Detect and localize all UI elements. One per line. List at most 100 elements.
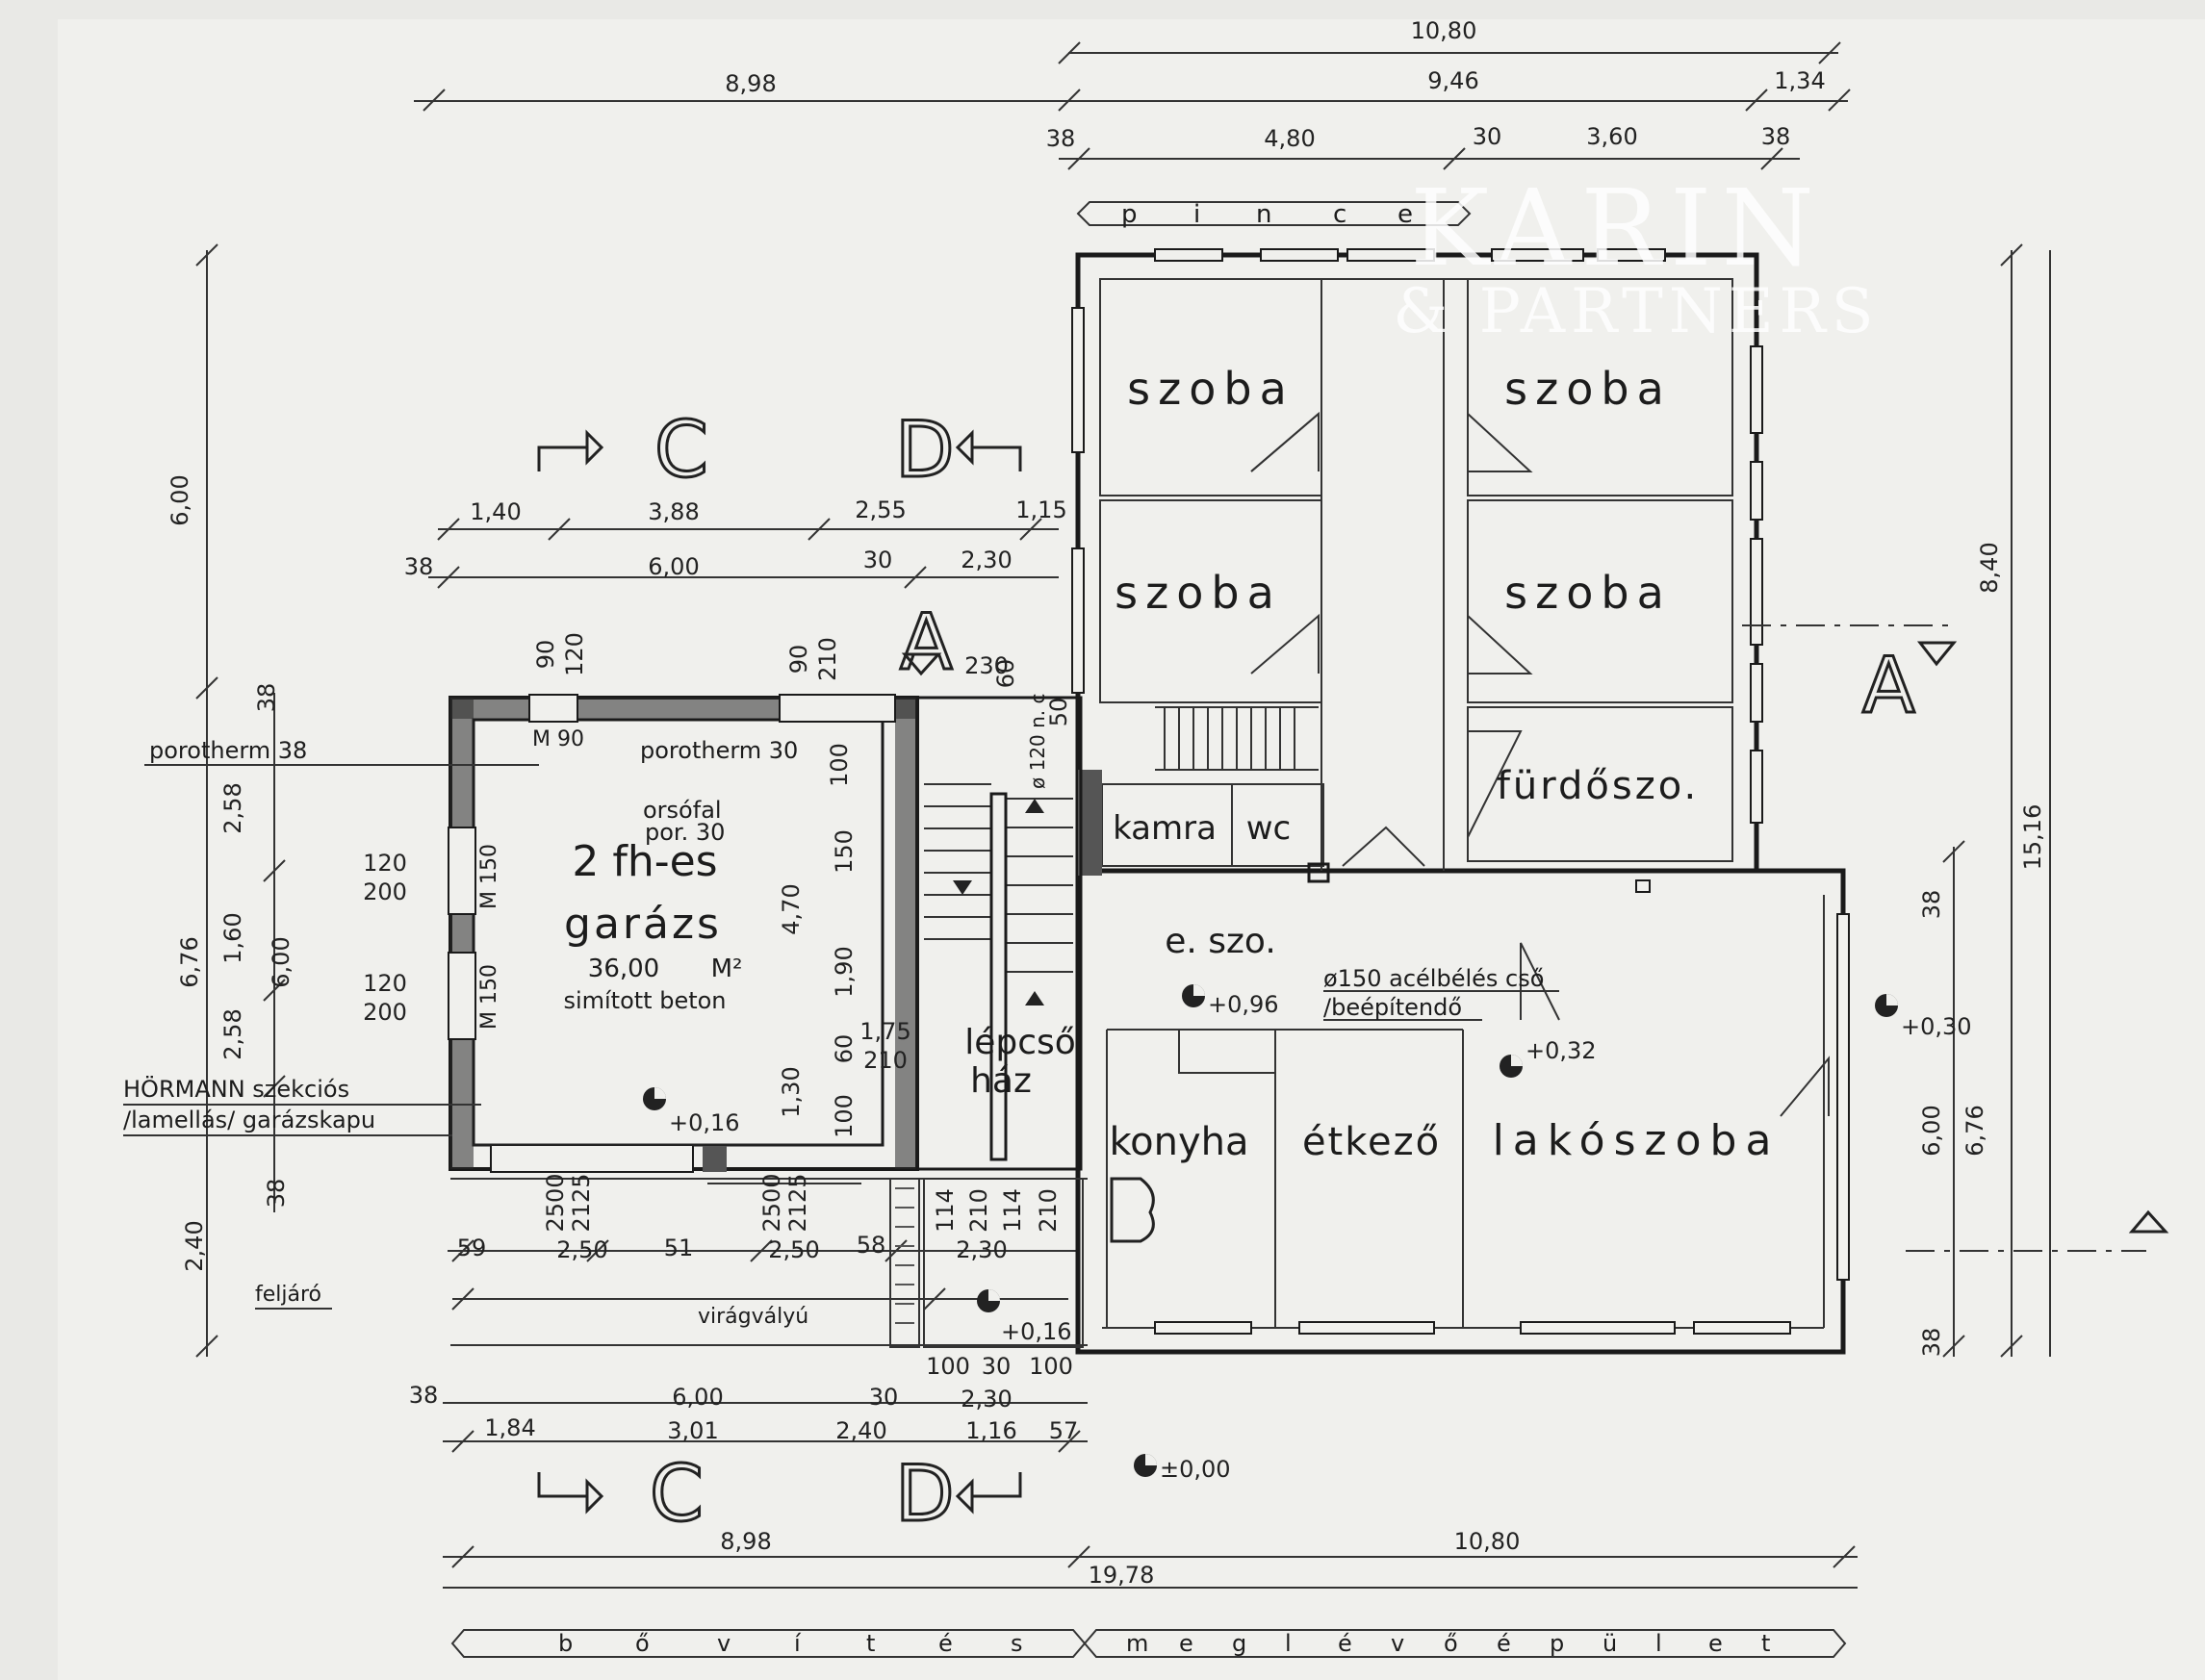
room-eszo: e. szo. [1165, 922, 1276, 961]
svg-text:4,70: 4,70 [778, 883, 805, 934]
svg-text:t: t [866, 1630, 875, 1657]
svg-text:ü: ü [1602, 1630, 1617, 1657]
room-garage-area: 36,00 [588, 955, 659, 983]
svg-text:e: e [1708, 1630, 1723, 1657]
pince-strip [1076, 201, 1472, 226]
house-walls [1071, 248, 1850, 1355]
svg-text:2,40: 2,40 [835, 1417, 886, 1444]
svg-text:8,40: 8,40 [1976, 542, 2003, 593]
svg-text:30: 30 [982, 1353, 1012, 1380]
svg-text:15,16: 15,16 [2019, 804, 2046, 871]
svg-text:l: l [1655, 1630, 1662, 1657]
svg-text:38: 38 [1918, 890, 1945, 920]
label-M90: M 90 [532, 727, 584, 751]
svg-text:30: 30 [1473, 123, 1502, 150]
label-orsofal-1: orsófal [643, 797, 722, 824]
svg-text:38: 38 [1761, 123, 1791, 150]
room-furdoszoba: fürdőszo. [1497, 764, 1699, 808]
svg-text:90: 90 [785, 645, 812, 675]
svg-text:60: 60 [992, 659, 1019, 689]
svg-text:1,30: 1,30 [778, 1066, 805, 1117]
svg-text:210: 210 [965, 1188, 992, 1233]
svg-text:2125: 2125 [568, 1173, 595, 1232]
room-garage-floor: simított beton [563, 987, 726, 1014]
section-C-top: C [654, 405, 708, 495]
room-konyha: konyha [1109, 1120, 1248, 1164]
section-A-left: A [900, 598, 953, 687]
svg-text:1,16: 1,16 [965, 1417, 1016, 1444]
svg-text:6,00: 6,00 [1918, 1105, 1945, 1156]
svg-text:m: m [1126, 1630, 1148, 1657]
svg-text:6,00: 6,00 [268, 936, 295, 987]
leader-lines [123, 624, 2146, 1310]
svg-text:10,80: 10,80 [1411, 17, 1477, 44]
svg-text:100: 100 [831, 1094, 858, 1138]
svg-text:57: 57 [1049, 1417, 1079, 1444]
watermark-line1: KARIN [1410, 166, 1824, 290]
svg-text:38: 38 [1918, 1328, 1945, 1358]
svg-text:p: p [1550, 1630, 1564, 1657]
svg-text:2,58: 2,58 [219, 782, 246, 833]
svg-text:2,55: 2,55 [855, 496, 906, 523]
section-C-bottom: C [650, 1449, 704, 1539]
svg-text:1,34: 1,34 [1774, 67, 1825, 94]
room-garage-1: 2 fh-es [572, 837, 717, 886]
svg-text:v: v [1391, 1630, 1404, 1657]
svg-text:100: 100 [926, 1353, 970, 1380]
svg-text:3,01: 3,01 [667, 1417, 718, 1444]
level-lakoszoba: +0,32 [1526, 1037, 1597, 1064]
svg-text:2500: 2500 [758, 1173, 785, 1232]
svg-text:é: é [1338, 1630, 1352, 1657]
svg-text:6,00: 6,00 [672, 1384, 723, 1411]
svg-text:2,40: 2,40 [181, 1220, 208, 1271]
section-D-top: D [895, 405, 955, 495]
level-terrace: +0,30 [1901, 1013, 1972, 1040]
dimension-lines [195, 41, 2051, 1589]
label-viragvalyu: virágvályú [698, 1305, 808, 1329]
svg-text:é: é [1497, 1630, 1511, 1657]
svg-text:c: c [1333, 200, 1346, 229]
level-stair: +0,16 [1001, 1318, 1072, 1345]
svg-text:200: 200 [363, 878, 407, 905]
svg-text:38: 38 [1046, 125, 1076, 152]
svg-text:n: n [1256, 200, 1271, 229]
svg-text:10,80: 10,80 [1454, 1528, 1521, 1555]
svg-text:i: i [1193, 200, 1200, 229]
svg-text:2,58: 2,58 [219, 1008, 246, 1059]
svg-text:3,60: 3,60 [1586, 123, 1637, 150]
svg-text:b: b [558, 1630, 573, 1657]
label-hormann-2: /lamellás/ garázskapu [123, 1107, 375, 1133]
room-szoba-1: szoba [1127, 363, 1295, 415]
svg-text:6,76: 6,76 [1961, 1105, 1988, 1156]
svg-text:50: 50 [1045, 698, 1072, 727]
svg-text:6,00: 6,00 [167, 474, 193, 525]
label-M150a: M 150 [477, 844, 501, 909]
section-D-bottom: D [895, 1449, 955, 1539]
svg-text:1,60: 1,60 [219, 912, 246, 963]
svg-text:ő: ő [635, 1630, 650, 1657]
svg-text:38: 38 [253, 683, 280, 713]
svg-text:150: 150 [831, 829, 858, 874]
bovites-strip [450, 1629, 1847, 1658]
svg-text:100: 100 [1029, 1353, 1073, 1380]
svg-text:s: s [1011, 1630, 1023, 1657]
svg-text:2,50: 2,50 [768, 1236, 819, 1263]
svg-text:1,90: 1,90 [831, 946, 858, 997]
svg-text:e: e [1179, 1630, 1193, 1657]
svg-text:19,78: 19,78 [1089, 1562, 1155, 1589]
room-lepcsohaz-1: lépcső [964, 1023, 1076, 1062]
room-lakoszoba: lakószoba [1493, 1116, 1781, 1165]
svg-text:210: 210 [863, 1047, 908, 1074]
room-garage-2: garázs [564, 900, 722, 949]
svg-text:114: 114 [999, 1188, 1026, 1233]
svg-text:8,98: 8,98 [725, 70, 776, 97]
svg-text:3,88: 3,88 [648, 498, 699, 525]
svg-text:1,15: 1,15 [1015, 496, 1066, 523]
svg-text:í: í [794, 1630, 802, 1657]
svg-text:100: 100 [826, 743, 853, 787]
label-porotherm30: porotherm 30 [640, 737, 798, 764]
vertical-dimension-texts: 6,00 6,76 2,58 1,60 2,58 6,00 2,40 38 38… [167, 474, 2046, 1357]
label-porotherm38: porotherm 38 [149, 737, 307, 764]
svg-text:2500: 2500 [542, 1173, 569, 1232]
